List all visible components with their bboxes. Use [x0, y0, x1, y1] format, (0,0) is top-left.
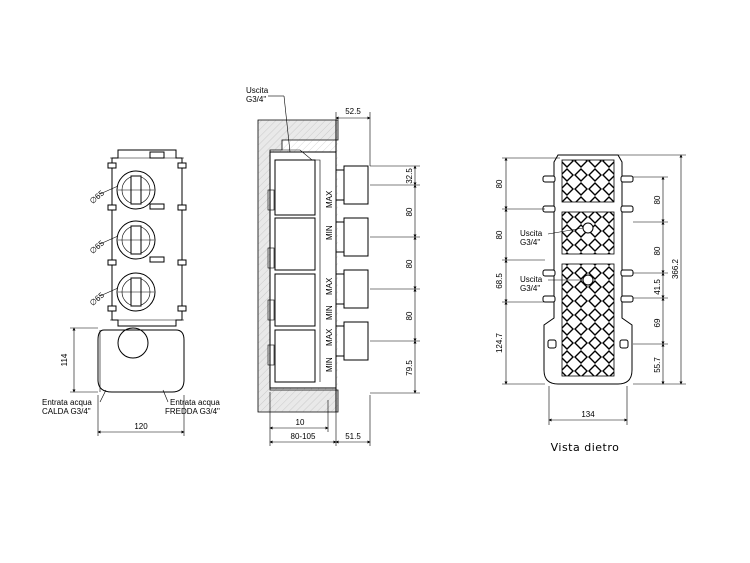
knob-3 [335, 269, 369, 309]
side-dim-5: 79.5 [405, 360, 414, 376]
max-label-3: MAX [325, 328, 334, 346]
back-right-dim-4: 69 [653, 318, 662, 327]
min-label-3: MIN [325, 357, 334, 372]
min-label-1: MIN [325, 225, 334, 240]
knob-4 [335, 321, 369, 361]
back-left-dim-1: 80 [495, 179, 504, 188]
back-outlet-2-label-2: G3/4" [520, 284, 540, 293]
side-bottom-dim-2: 80-105 [291, 432, 316, 441]
side-bottom-dim-1: 10 [296, 418, 305, 427]
dia-label-3: ∅65 [88, 290, 106, 307]
back-view-caption: Vista dietro [551, 441, 620, 454]
cartridge-2 [116, 220, 156, 260]
side-dim-2: 80 [405, 207, 414, 216]
knob-2 [335, 217, 369, 257]
back-right-dim-2: 80 [653, 246, 662, 255]
inlet-hot-label-2: CALDA G3/4" [42, 407, 91, 416]
side-view: MAX MIN MAX MIN MAX MIN Uscita G3/4" 52.… [246, 86, 420, 446]
front-view: ∅65 ∅65 ∅65 114 120 Entrata acqua CALDA … [42, 149, 220, 436]
max-label-2: MAX [325, 277, 334, 295]
outlet-label-1: Uscita [246, 86, 269, 95]
back-left-dim-3: 68.5 [495, 273, 504, 289]
front-height-dim: 114 [60, 353, 69, 366]
max-label-1: MAX [325, 190, 334, 208]
back-total-dim: 366.2 [671, 258, 680, 279]
back-outlet-2-label-1: Uscita [520, 275, 543, 284]
min-label-2: MIN [325, 305, 334, 320]
back-outlet-1-label-2: G3/4" [520, 238, 540, 247]
knob-1 [335, 165, 369, 205]
side-bottom-dim-3: 51.5 [345, 432, 361, 441]
inlet-cold-label-1: Entrata acqua [170, 398, 220, 407]
back-right-dim-5: 55.7 [653, 357, 662, 373]
back-width-dim: 134 [581, 410, 595, 419]
back-left-dim-2: 80 [495, 230, 504, 239]
side-dim-1: 32.5 [405, 168, 414, 184]
back-outlet-1-label-1: Uscita [520, 229, 543, 238]
inlet-hot-label-1: Entrata acqua [42, 398, 92, 407]
cartridge-3 [116, 272, 156, 312]
side-top-dim: 52.5 [345, 107, 361, 116]
side-dim-4: 80 [405, 311, 414, 320]
side-dim-3: 80 [405, 259, 414, 268]
back-view: Uscita G3/4" Uscita G3/4" 80 80 68.5 124… [495, 154, 686, 454]
front-width-dim: 120 [134, 422, 148, 431]
back-left-dim-4: 124.7 [495, 332, 504, 353]
inlet-cold-label-2: FREDDA G3/4" [165, 407, 220, 416]
back-right-dim-1: 80 [653, 195, 662, 204]
outlet-label-2: G3/4" [246, 95, 266, 104]
dia-label-1: ∅65 [88, 188, 106, 205]
dia-label-2: ∅65 [88, 238, 106, 255]
back-right-dim-3: 41.5 [653, 279, 662, 295]
cartridge-1 [116, 170, 156, 210]
